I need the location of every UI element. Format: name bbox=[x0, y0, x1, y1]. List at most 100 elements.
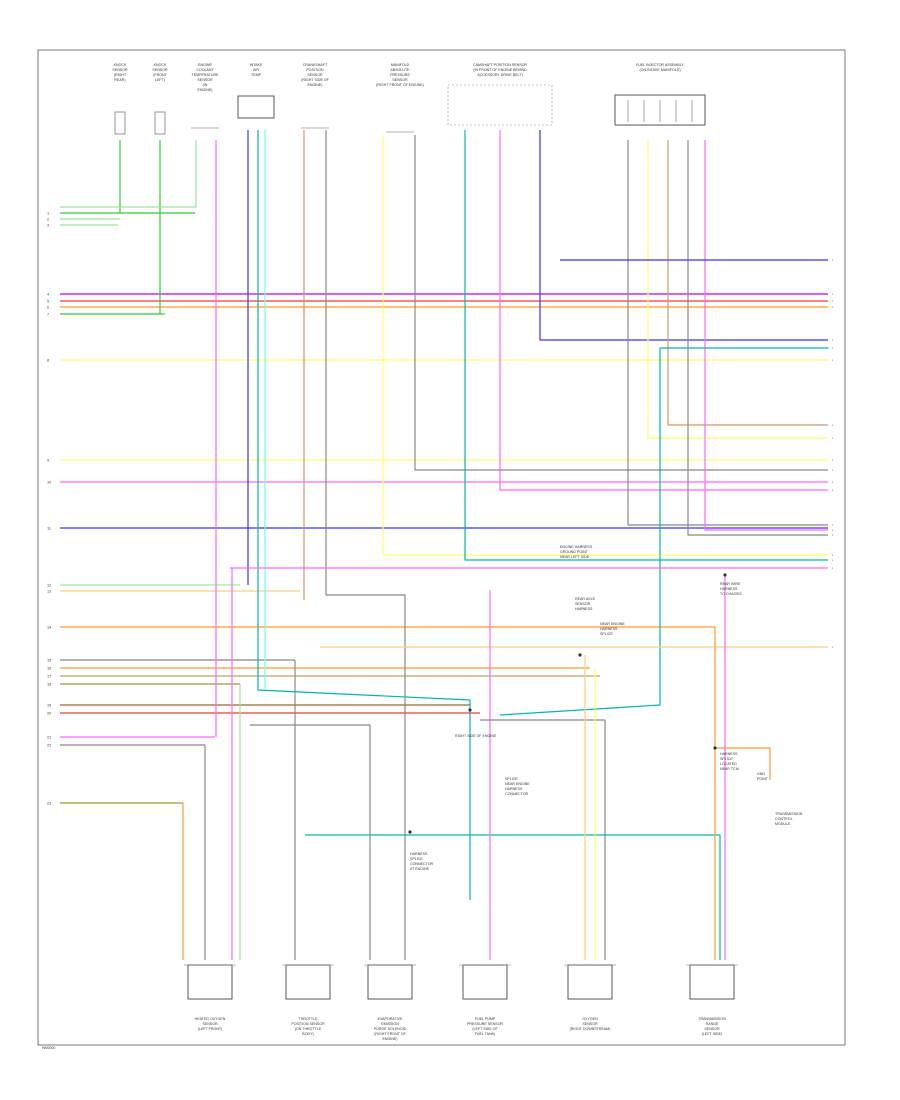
pin-number: 20 bbox=[47, 712, 51, 716]
label-line: RANGE bbox=[706, 1022, 719, 1026]
label-line: INTAKE bbox=[250, 63, 263, 67]
knock-sensor-body bbox=[114, 111, 126, 135]
drop-map-a bbox=[382, 135, 828, 556]
splice-dot bbox=[468, 708, 472, 712]
drop-ect-a bbox=[60, 140, 197, 208]
pin-number: 22 bbox=[47, 744, 51, 748]
label-line: SENSOR bbox=[197, 78, 213, 82]
label-line: (ON INTAKE MANIFOLD) bbox=[639, 68, 680, 72]
pin-number: 1 bbox=[47, 212, 49, 216]
label-line: SPLICE bbox=[600, 632, 613, 636]
label-line: SENSOR bbox=[112, 68, 128, 72]
right-pin-marker: › bbox=[832, 347, 834, 351]
label-line: (IN bbox=[203, 83, 208, 87]
label-line: AT ENGINE bbox=[410, 867, 430, 871]
label-line: LEFT) bbox=[155, 78, 165, 82]
label-line: SENSOR bbox=[152, 68, 168, 72]
label-line: GROUND POINT bbox=[560, 550, 589, 554]
right-pin-marker: › bbox=[832, 306, 834, 310]
label-line: KNOCK bbox=[114, 63, 127, 67]
knock-sensor-body bbox=[154, 111, 166, 135]
label-line: (RIGHT FRONT OF bbox=[374, 1032, 406, 1036]
pin-number: 16 bbox=[47, 667, 51, 671]
drop-map-b bbox=[414, 135, 828, 471]
label-line: GND bbox=[757, 772, 765, 776]
pin-number: 12 bbox=[47, 584, 51, 588]
label-line: CONTROL bbox=[775, 817, 793, 821]
label-line: SENSOR bbox=[575, 602, 591, 606]
label-line: FUEL INJECTOR ASSEMBLY bbox=[636, 63, 684, 67]
pin-number: 7 bbox=[47, 313, 49, 317]
splice-dot bbox=[713, 746, 717, 750]
pin-number: 4 bbox=[47, 293, 49, 297]
evap-body bbox=[367, 964, 413, 1000]
note-label: RIGHT SIDE OF ENGINE bbox=[455, 734, 497, 738]
label-line: SPLICE bbox=[505, 777, 518, 781]
splice-dot bbox=[408, 830, 412, 834]
label-line: SENSOR bbox=[392, 78, 408, 82]
label-line: BODY) bbox=[302, 1032, 313, 1036]
label-line: EMISSION bbox=[381, 1022, 399, 1026]
label-line: REAR) bbox=[114, 78, 125, 82]
drop-iat-b bbox=[257, 130, 471, 900]
right-pin-marker: › bbox=[832, 424, 834, 428]
label-line: (RIGHT bbox=[114, 73, 127, 77]
label-line: TRANSMISSION bbox=[775, 812, 803, 816]
drop-fi-3 bbox=[667, 140, 828, 426]
pin-number: 5 bbox=[47, 300, 49, 304]
pin-number: 9 bbox=[47, 459, 49, 463]
diagram-border bbox=[37, 49, 846, 1046]
label-line: HARNESS bbox=[505, 787, 523, 791]
label-line: REAR AXLE bbox=[575, 597, 596, 601]
pin-number: 14 bbox=[47, 626, 51, 630]
label-line: HARNESS bbox=[600, 627, 618, 631]
label-line: SPLICE bbox=[720, 757, 733, 761]
drop-ckp-b bbox=[325, 130, 406, 960]
pin-number: 2 bbox=[47, 218, 49, 222]
right-pin-marker: › bbox=[832, 646, 834, 650]
label-line: POINT bbox=[757, 777, 769, 781]
drop-cmp-b bbox=[499, 130, 828, 491]
drop-cmp-a bbox=[464, 130, 828, 561]
feed-o2down-a bbox=[480, 719, 606, 960]
label-line: TRANSMISSION bbox=[698, 1017, 726, 1021]
pin-number: 15 bbox=[47, 659, 51, 663]
label-line: POSITION SENSOR bbox=[291, 1022, 325, 1026]
label-line: CONNECTOR bbox=[410, 862, 433, 866]
label-line: SENSOR bbox=[704, 1027, 720, 1031]
tps-body bbox=[285, 964, 331, 1000]
right-pin-marker: › bbox=[832, 567, 834, 571]
label-line: ENGINE) bbox=[383, 1037, 398, 1041]
o2down-body bbox=[567, 964, 613, 1000]
label-line: KNOCK bbox=[154, 63, 167, 67]
label-line: OXYGEN bbox=[582, 1017, 598, 1021]
label-line: REAR WIRE bbox=[720, 582, 741, 586]
components bbox=[114, 84, 738, 1000]
label-line: NEAR ENGINE bbox=[505, 782, 530, 786]
drop-fi-1 bbox=[627, 140, 828, 526]
right-pin-marker: › bbox=[832, 437, 834, 441]
label-line: PRESSURE bbox=[390, 73, 410, 77]
right-pin-marker: › bbox=[832, 459, 834, 463]
pin-number: 19 bbox=[47, 704, 51, 708]
footer-code: W00000 bbox=[42, 1046, 55, 1050]
label-line: MODULE bbox=[775, 822, 791, 826]
right-pin-marker: › bbox=[832, 469, 834, 473]
label-line: (LEFT FRONT) bbox=[198, 1027, 223, 1031]
label-line: TO CHASSIS bbox=[720, 592, 742, 596]
label-line: CAMSHAFT POSITION SENSOR bbox=[473, 63, 527, 67]
label-line: FUEL PUMP bbox=[475, 1017, 496, 1021]
right-pin-marker: › bbox=[832, 293, 834, 297]
o2up-body bbox=[187, 964, 233, 1000]
right-pin-marker: › bbox=[832, 359, 834, 363]
